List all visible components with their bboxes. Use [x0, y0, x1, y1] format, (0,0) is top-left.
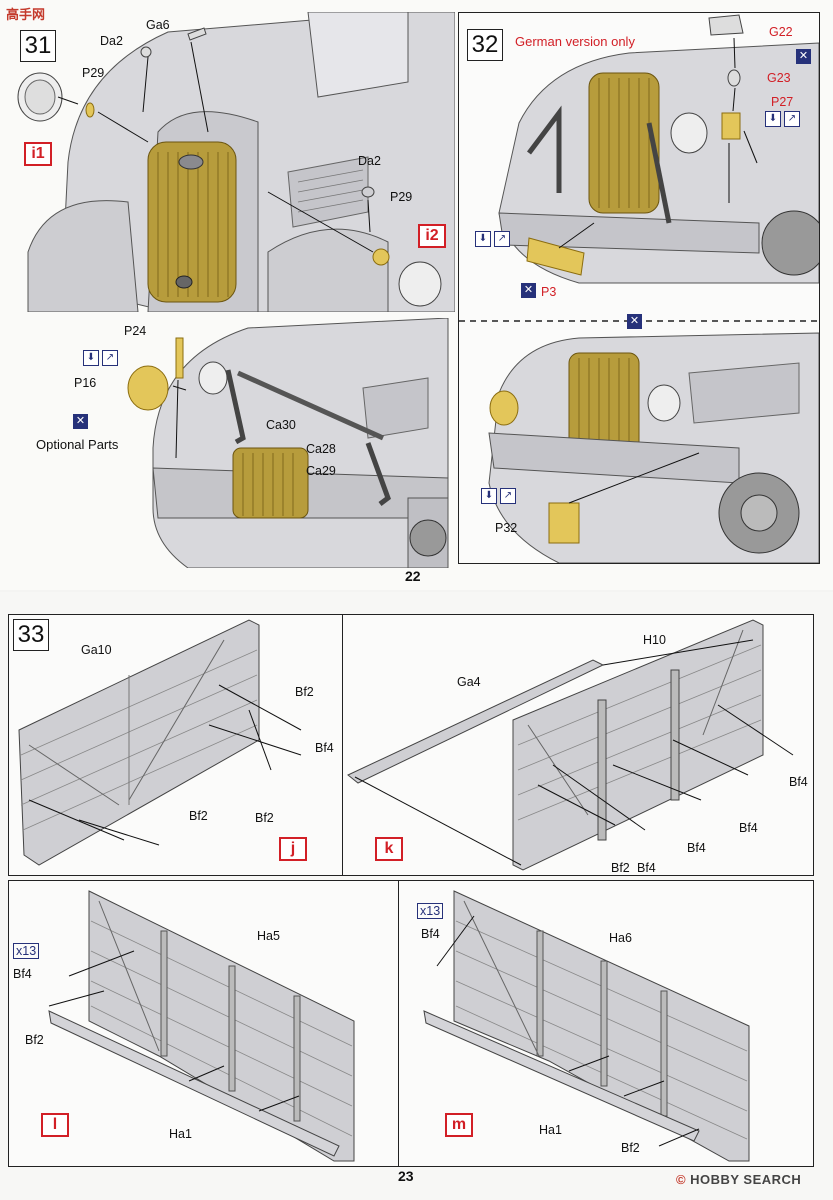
bend-icon-2: ↗: [784, 111, 800, 127]
label-ga4: Ga4: [457, 675, 481, 689]
ref-box-l: l: [41, 1113, 69, 1137]
label-p29-a: P29: [82, 66, 105, 80]
hobby-search-logo: ©HOBBY SEARCH: [676, 1172, 801, 1187]
label-bf4-k-b: Bf4: [739, 821, 758, 835]
step-32-icon-p3: ✕: [521, 283, 536, 298]
step-32-icons-c: ⬇ ↗: [481, 488, 516, 504]
page-number-23: 23: [398, 1168, 414, 1184]
label-bf2-j-b: Bf2: [255, 811, 274, 825]
bend-icon: ↗: [102, 350, 118, 366]
label-ca28: Ca28: [306, 442, 336, 456]
label-p32: P32: [495, 521, 518, 535]
label-ha6: Ha6: [609, 931, 632, 945]
label-bf2-j-a: Bf2: [295, 685, 314, 699]
step-31-icons: ⬇ ↗: [83, 350, 118, 366]
label-p24: P24: [124, 324, 147, 338]
step-31-optional-illustration: [127, 318, 449, 568]
step-32-icon-mid: ✕: [627, 314, 642, 329]
bend-icon-4: ↗: [500, 488, 516, 504]
sideboard-ha6-illustration: [423, 890, 750, 1162]
watermark: 高手网: [6, 7, 46, 22]
optional-parts-icon: ✕: [73, 414, 88, 429]
step-33-l-panel: x13 Bf4 Bf2 Ha5 Ha1 l: [8, 880, 400, 1167]
step-32-icons-b: ⬇ ↗: [475, 231, 510, 247]
qty-x13-l: x13: [13, 943, 40, 959]
label-ga6: Ga6: [146, 18, 170, 32]
label-p27: P27: [771, 95, 794, 109]
step-number-32: 32: [467, 29, 503, 61]
page-22: 高手网: [0, 0, 833, 590]
ref-box-i2: i2: [418, 224, 446, 248]
optional-parts-icon-2: ✕: [796, 49, 811, 64]
label-da2-a: Da2: [100, 34, 123, 48]
glue-down-icon-3: ⬇: [475, 231, 491, 247]
step-33-k-panel: Ga4 H10 Bf4 Bf4 Bf4 Bf2 Bf4 k: [342, 614, 814, 876]
label-bf4-k-c: Bf4: [687, 841, 706, 855]
label-bf4-k-a: Bf4: [789, 775, 808, 789]
label-bf4-j: Bf4: [315, 741, 334, 755]
label-bf2-m: Bf2: [621, 1141, 640, 1155]
optional-parts-label: Optional Parts: [36, 437, 119, 452]
step-31-optional-panel: P24 ⬇ ↗ P16 ✕ Optional Parts Ca30 Ca28 C…: [8, 318, 455, 568]
qty-x13-m: x13: [417, 903, 444, 919]
label-h10: H10: [643, 633, 666, 647]
label-p3: P3: [541, 285, 557, 299]
copyright-mark: ©: [676, 1172, 687, 1187]
tailgate-ga10-illustration: [18, 619, 302, 866]
step-32-panel: 32 German version only G22 G23 P27 ✕ ⬇ ↗…: [458, 12, 820, 564]
label-ha1-m: Ha1: [539, 1123, 562, 1137]
brand-name: HOBBY SEARCH: [690, 1172, 802, 1187]
step-32-icons-a: ⬇ ↗: [765, 111, 800, 127]
label-bf4-m: Bf4: [421, 927, 440, 941]
label-ga10: Ga10: [81, 643, 112, 657]
step-32-illustration: [459, 14, 819, 563]
step-33-m-panel: x13 Bf4 Ha6 Ha1 Bf2 m: [398, 880, 814, 1167]
glue-down-icon-2: ⬇: [765, 111, 781, 127]
optional-parts-icon-3: ✕: [521, 283, 536, 298]
page-number-22: 22: [405, 568, 421, 584]
label-ha1-l: Ha1: [169, 1127, 192, 1141]
step-32-icon-top: ✕: [796, 49, 811, 64]
ref-box-i1: i1: [24, 142, 52, 166]
label-da2-b: Da2: [358, 154, 381, 168]
optional-parts-icon-4: ✕: [627, 314, 642, 329]
bend-icon-3: ↗: [494, 231, 510, 247]
label-bf4-k-d: Bf4: [637, 861, 656, 875]
label-bf2-j-c: Bf2: [189, 809, 208, 823]
label-g22: G22: [769, 25, 793, 39]
glue-down-icon-4: ⬇: [481, 488, 497, 504]
label-bf4-l: Bf4: [13, 967, 32, 981]
step-33-j-panel: 33 Ga10 Bf2 Bf4 Bf2 Bf2 j: [8, 614, 344, 876]
sideboard-h10-illustration: [347, 619, 794, 871]
label-bf2-l: Bf2: [25, 1033, 44, 1047]
sideboard-ha5-illustration: [48, 890, 355, 1162]
step-number-31: 31: [20, 30, 56, 62]
step-31-illustration: [17, 12, 455, 312]
step-31-panel: 31 Ga6 Da2 P29 Da2 P29 i1 i2: [8, 12, 455, 312]
label-g23: G23: [767, 71, 791, 85]
label-ca29: Ca29: [306, 464, 336, 478]
optional-icon-wrap: ✕: [73, 414, 88, 429]
glue-down-icon: ⬇: [83, 350, 99, 366]
step-number-33: 33: [13, 619, 49, 651]
label-p16: P16: [74, 376, 97, 390]
page-23: 33 Ga10 Bf2 Bf4 Bf2 Bf2 j Ga4 H10 Bf4 Bf…: [0, 592, 833, 1200]
ref-box-m: m: [445, 1113, 473, 1137]
label-bf2-k: Bf2: [611, 861, 630, 875]
label-ha5: Ha5: [257, 929, 280, 943]
label-p29-b: P29: [390, 190, 413, 204]
ref-box-k: k: [375, 837, 403, 861]
label-ca30: Ca30: [266, 418, 296, 432]
ref-box-j: j: [279, 837, 307, 861]
german-version-note: German version only: [515, 34, 635, 49]
